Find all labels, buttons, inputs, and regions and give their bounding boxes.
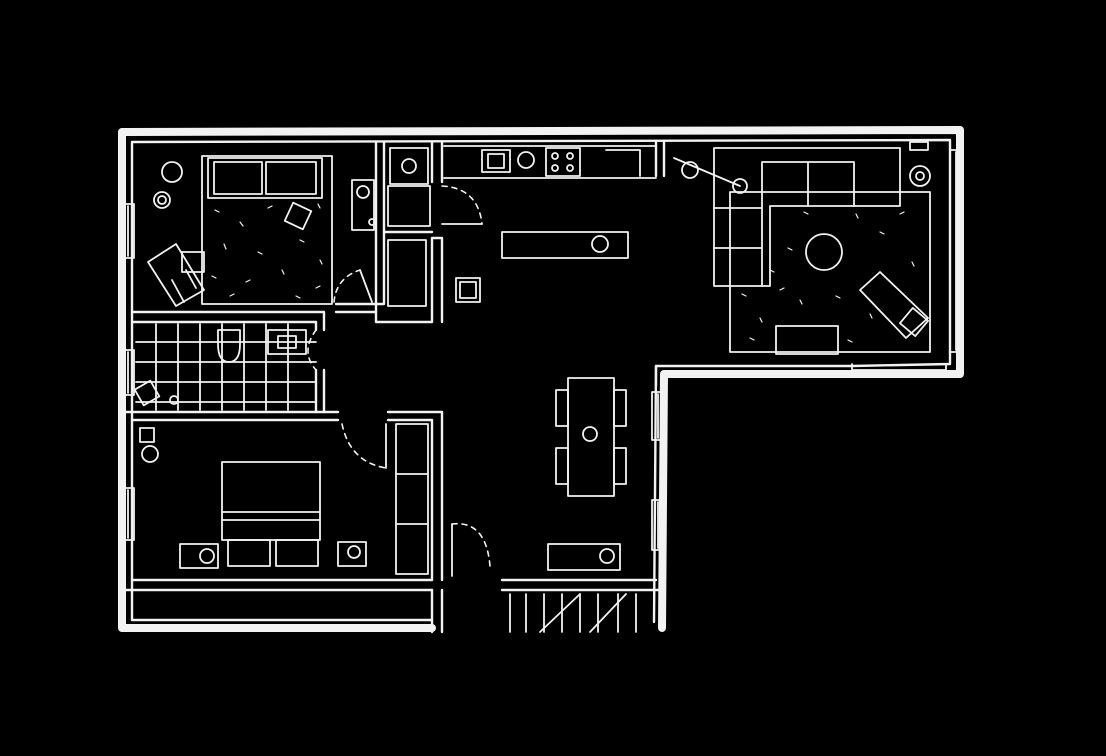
coffee-table (805, 233, 843, 271)
bath-stool-icon (133, 379, 161, 407)
rug-living-room-hatch (741, 211, 915, 343)
door-swing-entry (451, 522, 491, 567)
storage-unit (387, 239, 427, 307)
chair-bedroom-1 (181, 251, 205, 273)
window-bathroom (123, 349, 135, 396)
kitchen-island (501, 231, 629, 259)
door-swing-bathroom (307, 329, 317, 371)
bathroom (133, 323, 317, 411)
staircase (509, 593, 637, 633)
rug-bedroom-1-hatch (211, 203, 323, 299)
window-living-bottom (851, 363, 947, 377)
dining-chair-right-2 (613, 447, 627, 485)
sink-icon (267, 329, 307, 355)
bedroom-1 (147, 155, 376, 307)
floor-lamp-icon (732, 178, 748, 194)
window-living (949, 149, 963, 353)
wardrobe-bedroom-2 (395, 423, 429, 575)
entry-hall (451, 522, 637, 633)
window-dining-1 (651, 391, 665, 441)
fridge-icon (389, 147, 429, 185)
pillow-bedroom-2-right (275, 539, 319, 567)
window-bedroom-2 (123, 487, 135, 541)
door-swing-bedroom-2 (341, 423, 387, 469)
pillows-bedroom-1 (213, 161, 317, 195)
plant-small-icon (153, 191, 171, 209)
tap-icon (517, 151, 535, 169)
plant-icon (161, 161, 183, 183)
rug-bedroom-1 (201, 155, 333, 305)
sectional-sofa (713, 147, 901, 287)
nightstand-bedroom-2-left (179, 543, 219, 569)
door-swing-kitchen (441, 185, 483, 225)
tv-console (775, 325, 839, 355)
dining-chair-right-1 (613, 389, 627, 427)
windows (123, 149, 963, 551)
kitchen-counter (443, 145, 657, 179)
nightstand-bedroom-2-right (337, 541, 367, 567)
rug-living-room (729, 191, 931, 353)
plant-pot-bedroom-2 (139, 427, 155, 443)
pillow-bedroom-2-left (227, 539, 271, 567)
interior-walls (120, 140, 666, 582)
living-room (673, 141, 931, 355)
closet-box (387, 185, 431, 227)
kitchen (387, 145, 657, 307)
plant-living-room-icon (909, 165, 931, 187)
dining-area (555, 377, 627, 497)
dining-table (567, 377, 615, 497)
dining-chair-left-2 (555, 447, 569, 485)
entry-bench (547, 543, 621, 571)
armchair (859, 271, 929, 339)
bedroom-2 (139, 423, 429, 575)
bed-bedroom-2 (221, 461, 321, 541)
window-bedroom-1 (123, 203, 135, 259)
dining-chair-left-1 (555, 389, 569, 427)
plant-bedroom-2-icon (141, 445, 159, 463)
window-dining-2 (651, 499, 665, 551)
sink-kitchen-icon (481, 149, 511, 173)
door-swing-bedroom-1 (333, 269, 361, 303)
wardrobe-bedroom-1 (351, 179, 375, 231)
cooktop-icon (545, 147, 581, 177)
bed-bedroom-1 (207, 157, 323, 199)
stool-icon (455, 277, 481, 303)
desk-bedroom-1 (147, 243, 205, 307)
cushion-bedroom-1 (283, 201, 313, 231)
toilet-icon (217, 329, 241, 363)
